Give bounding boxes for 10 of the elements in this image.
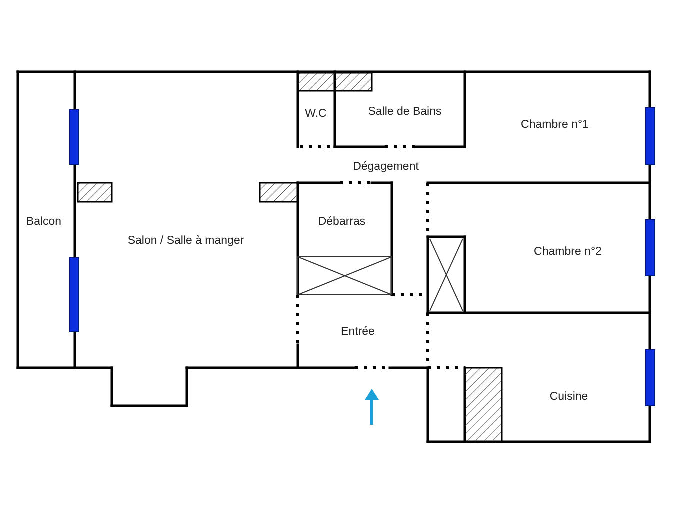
room-label: Salle de Bains (368, 106, 442, 118)
room-label: Chambre n°1 (521, 119, 589, 131)
room-label: Cuisine (550, 391, 588, 403)
room-label: W.C (305, 108, 327, 120)
room-label: Balcon (26, 216, 62, 228)
room-label: Dégagement (353, 161, 419, 173)
room-label: Débarras (318, 216, 366, 228)
room-label: Entrée (341, 326, 375, 338)
room-label: Salon / Salle à manger (128, 235, 244, 247)
room-label: Chambre n°2 (534, 246, 602, 258)
